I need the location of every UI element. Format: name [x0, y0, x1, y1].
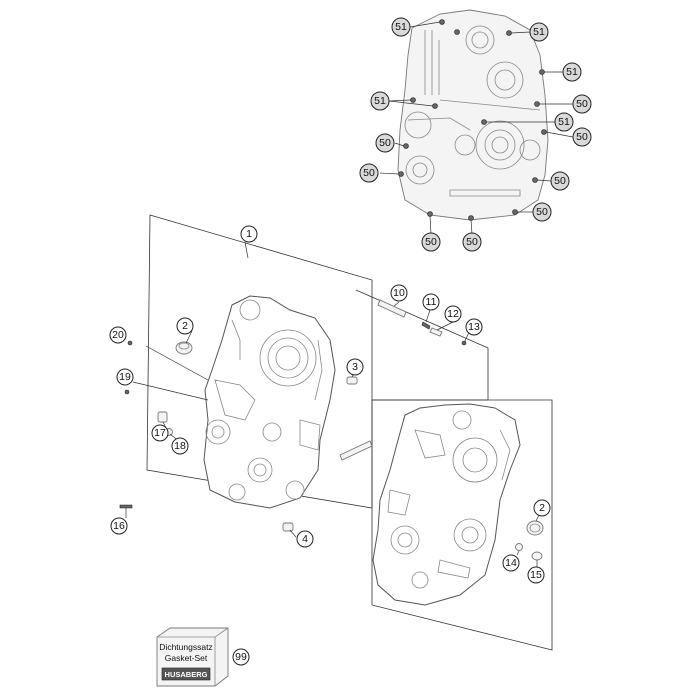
callout-17[interactable]: 17 — [151, 424, 169, 442]
callout-51-b[interactable]: 51 — [529, 22, 549, 42]
svg-text:17: 17 — [154, 427, 166, 439]
callout-13[interactable]: 13 — [465, 318, 483, 336]
svg-text:51: 51 — [374, 95, 386, 107]
svg-text:18: 18 — [174, 440, 186, 452]
callout-50-c[interactable]: 50 — [375, 133, 395, 153]
callout-18[interactable]: 18 — [171, 437, 189, 455]
svg-text:19: 19 — [119, 371, 131, 383]
callout-51-d[interactable]: 51 — [370, 91, 390, 111]
callout-14[interactable]: 14 — [502, 554, 520, 572]
callout-51-e[interactable]: 51 — [554, 112, 574, 132]
callout-50-d[interactable]: 50 — [359, 163, 379, 183]
callout-3[interactable]: 3 — [346, 358, 364, 376]
husaberg-logo: HUSABERG — [165, 670, 208, 679]
callout-50-h[interactable]: 50 — [462, 232, 482, 252]
svg-text:50: 50 — [363, 167, 375, 179]
svg-text:10: 10 — [393, 287, 405, 299]
svg-text:13: 13 — [468, 321, 480, 333]
callout-51-a[interactable]: 51 — [391, 17, 411, 37]
svg-text:12: 12 — [447, 308, 459, 320]
callout-50-b[interactable]: 50 — [572, 127, 592, 147]
callout-20[interactable]: 20 — [109, 326, 127, 344]
svg-text:50: 50 — [576, 98, 588, 110]
svg-text:16: 16 — [113, 520, 125, 532]
svg-text:14: 14 — [505, 557, 517, 569]
callout-50-e[interactable]: 50 — [550, 171, 570, 191]
callout-2-right[interactable]: 2 — [533, 499, 551, 517]
gasket-box-line1: Dichtungssatz — [159, 642, 212, 652]
svg-text:1: 1 — [246, 228, 252, 240]
svg-text:51: 51 — [558, 116, 570, 128]
right-crankcase-half — [372, 403, 521, 606]
svg-text:50: 50 — [576, 131, 588, 143]
gasket-set-box: Dichtungssatz Gasket-Set HUSABERG — [156, 627, 229, 687]
svg-text:20: 20 — [112, 329, 124, 341]
screw-layout-view — [379, 9, 574, 235]
svg-text:50: 50 — [379, 137, 391, 149]
svg-text:50: 50 — [536, 206, 548, 218]
callout-12[interactable]: 12 — [444, 305, 462, 323]
callout-16[interactable]: 16 — [110, 517, 128, 535]
callout-50-g[interactable]: 50 — [421, 232, 441, 252]
svg-text:11: 11 — [426, 296, 437, 308]
callout-50-f[interactable]: 50 — [532, 202, 552, 222]
svg-text:51: 51 — [533, 26, 545, 38]
svg-text:2: 2 — [182, 320, 188, 332]
small-parts — [119, 299, 544, 561]
svg-text:50: 50 — [425, 236, 437, 248]
callout-99[interactable]: 99 — [232, 648, 250, 666]
callout-50-a[interactable]: 50 — [572, 94, 592, 114]
svg-text:4: 4 — [302, 533, 308, 545]
callout-15[interactable]: 15 — [527, 566, 545, 584]
callout-51-c[interactable]: 51 — [562, 62, 582, 82]
callout-19[interactable]: 19 — [116, 368, 134, 386]
svg-text:50: 50 — [554, 175, 566, 187]
svg-text:51: 51 — [566, 66, 578, 78]
svg-text:51: 51 — [395, 21, 407, 33]
gasket-box-line2: Gasket-Set — [165, 653, 208, 663]
leader-lines — [125, 301, 540, 567]
callout-4[interactable]: 4 — [296, 530, 314, 548]
callout-1[interactable]: 1 — [240, 225, 258, 243]
svg-text:99: 99 — [235, 651, 247, 663]
svg-text:50: 50 — [466, 236, 478, 248]
screw-dot — [398, 19, 547, 221]
svg-text:15: 15 — [530, 569, 542, 581]
callout-11[interactable]: 11 — [422, 293, 440, 311]
svg-text:3: 3 — [352, 361, 358, 373]
callout-10[interactable]: 10 — [390, 284, 408, 302]
callout-2-left[interactable]: 2 — [176, 317, 194, 335]
svg-text:2: 2 — [539, 502, 545, 514]
left-crankcase-half — [203, 295, 336, 509]
